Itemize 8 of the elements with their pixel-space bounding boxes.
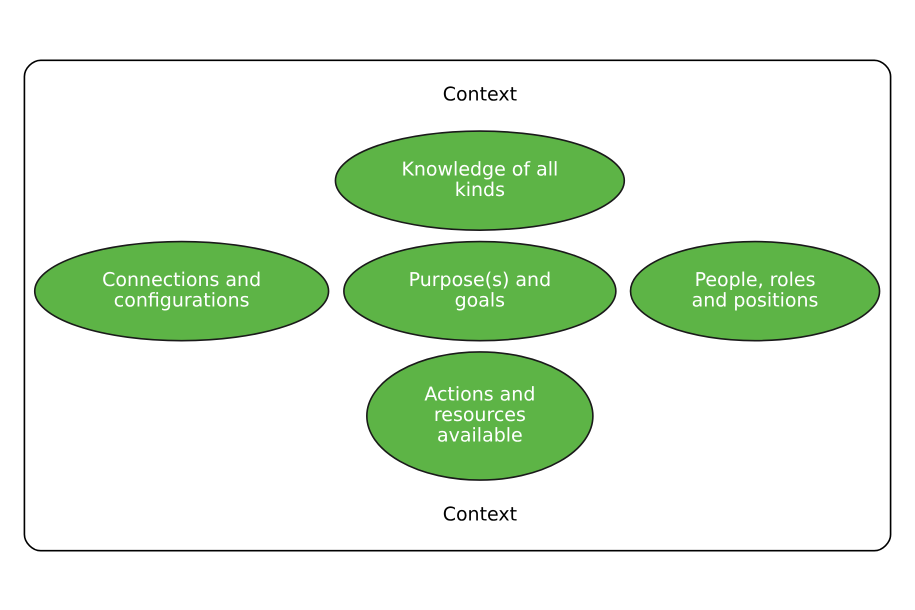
node-ellipse: Actions and resources available (366, 350, 594, 480)
cluster (24, 58, 892, 552)
node-ellipse: Purpose(s) and goals (343, 240, 617, 341)
label: Context (442, 503, 518, 526)
label: Context (442, 83, 518, 106)
node-ellipse: People, roles and positions (630, 240, 880, 341)
node-ellipse: Knowledge of all kinds (334, 130, 626, 230)
node-ellipse: Connections and configurations (34, 240, 330, 341)
